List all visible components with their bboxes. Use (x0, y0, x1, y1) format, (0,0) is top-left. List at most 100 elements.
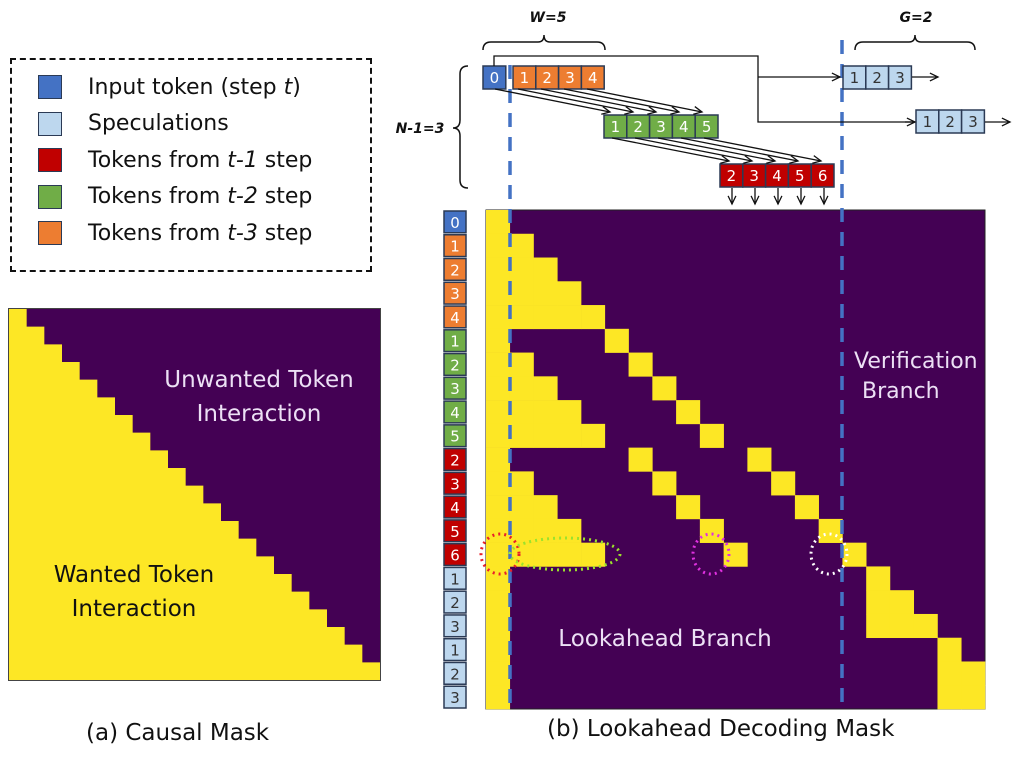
guess-size-label: G=2 (900, 10, 933, 26)
mask-cell (486, 305, 511, 330)
legend-item: Tokens from t-1 step (38, 145, 312, 175)
mask-cell (509, 376, 534, 401)
mask-cell (747, 447, 772, 472)
lookahead-arrow (494, 88, 611, 113)
mask-cell (699, 518, 724, 543)
lookahead-arrow (634, 137, 753, 162)
mask-cell (628, 447, 653, 472)
svg-text:2: 2 (633, 118, 643, 136)
row-label-token: 4 (443, 400, 467, 424)
window-token-t-3: 1 (512, 65, 537, 90)
window-token-t-2: 1 (603, 114, 628, 139)
window-brace (482, 34, 606, 51)
mask-cell (486, 495, 511, 520)
mask-cell (652, 376, 677, 401)
mask-cell (913, 613, 938, 639)
mask-cell (723, 542, 748, 567)
highlight-white-circle (809, 532, 849, 576)
svg-text:1: 1 (450, 238, 460, 256)
mask-cell (533, 423, 558, 448)
unwanted-interaction-label: Unwanted Token Interaction (149, 363, 369, 431)
mask-cell (557, 542, 582, 567)
mask-cell (509, 305, 534, 330)
svg-text:3: 3 (749, 167, 759, 185)
svg-text:4: 4 (679, 118, 689, 136)
svg-text:1: 1 (450, 333, 460, 351)
mask-cell (486, 281, 511, 306)
mask-cell (486, 210, 511, 235)
mask-cell (557, 281, 582, 306)
caption-lookahead-mask: (b) Lookahead Decoding Mask (547, 716, 895, 742)
verification-token: 1 (842, 65, 867, 90)
mask-cell (509, 257, 534, 282)
mask-cell (533, 376, 558, 401)
row-label-token: 4 (443, 495, 467, 519)
svg-text:5: 5 (795, 167, 805, 185)
mask-cell (604, 328, 629, 353)
mask-cell (676, 495, 701, 520)
svg-text:6: 6 (818, 167, 828, 185)
svg-text:2: 2 (727, 167, 737, 185)
legend-swatch (38, 75, 62, 99)
svg-text:5: 5 (450, 523, 460, 541)
unwanted-label-line2: Interaction (196, 401, 322, 427)
legend-swatch (38, 148, 62, 172)
verification-branch-label-line2: Branch (862, 379, 940, 404)
svg-text:2: 2 (945, 113, 955, 131)
window-token-t-1: 6 (810, 163, 835, 188)
mask-cell (866, 566, 891, 591)
highlight-green-ellipse (508, 536, 622, 572)
mask-cell (581, 423, 606, 448)
window-token-t-3: 4 (580, 65, 605, 90)
legend-item: Tokens from t-2 step (38, 182, 312, 212)
svg-text:1: 1 (450, 642, 460, 660)
row-label-token: 1 (443, 329, 467, 353)
svg-text:2: 2 (450, 356, 460, 374)
mask-cell (486, 352, 511, 377)
row-label-token: 4 (443, 305, 467, 329)
mask-cell (889, 590, 915, 615)
row-label-token: 1 (443, 637, 467, 662)
legend-swatch (38, 184, 62, 209)
svg-text:3: 3 (450, 285, 460, 303)
row-label-token: 3 (443, 281, 467, 305)
row-label-token: 6 (443, 542, 467, 567)
mask-cell (961, 661, 986, 686)
verification-token: 2 (938, 109, 963, 134)
mask-cell (486, 637, 511, 662)
svg-text:6: 6 (450, 547, 460, 565)
svg-text:1: 1 (611, 118, 621, 136)
legend-item: Speculations (38, 109, 229, 139)
mask-cell (486, 566, 511, 591)
mask-cell (486, 328, 511, 353)
legend-item: Input token (step t) (38, 72, 301, 102)
mask-cell (486, 590, 511, 615)
legend-item: Tokens from t-3 step (38, 218, 312, 248)
mask-cell (937, 661, 962, 686)
mask-cell (794, 495, 819, 520)
window-token-t-2: 2 (626, 114, 651, 139)
legend-label: Tokens from t-3 step (88, 220, 313, 246)
mask-cell (581, 305, 606, 330)
mask-cell (652, 471, 677, 496)
mask-cell (889, 613, 915, 639)
wanted-interaction-label: Wanted Token Interaction (29, 558, 239, 626)
window-token-t-1: 4 (764, 163, 790, 188)
row-label-token: 5 (443, 519, 467, 543)
lookahead-arrow (703, 137, 822, 162)
mask-cell (509, 352, 534, 377)
lookahead-branch-label: Lookahead Branch (558, 626, 771, 652)
mask-cell (486, 685, 511, 710)
svg-text:4: 4 (450, 499, 460, 517)
row-label-token: 3 (443, 471, 467, 495)
mask-cell (509, 471, 534, 496)
verification-token: 1 (915, 109, 940, 134)
lookahead-arrow (563, 88, 680, 113)
mask-cell (533, 305, 558, 330)
lookahead-arrow (586, 88, 703, 113)
mask-cell (509, 281, 534, 306)
caption-causal-mask: (a) Causal Mask (86, 720, 270, 746)
window-token-t-2: 4 (671, 114, 696, 139)
mask-cell (486, 400, 511, 425)
